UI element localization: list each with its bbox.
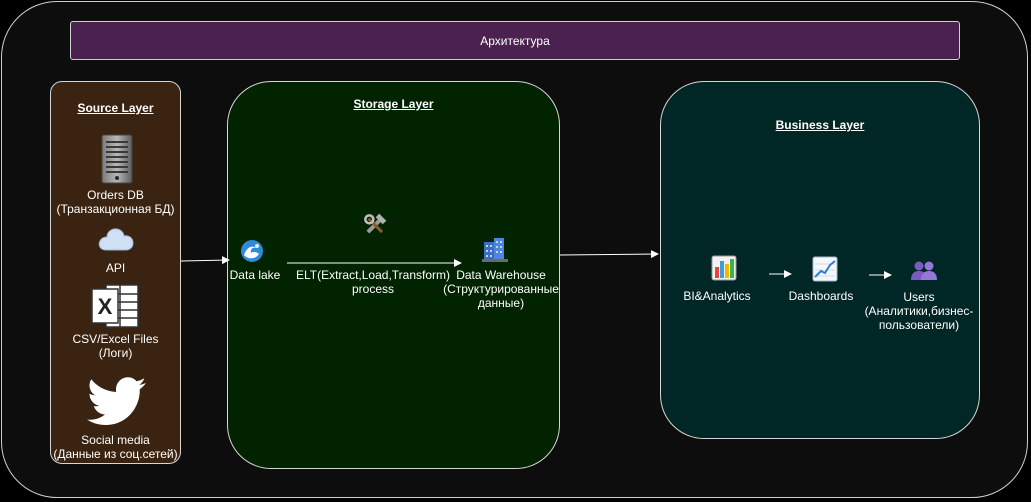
data-warehouse-sublabel-1: (Структурированные <box>443 282 559 296</box>
orders-db-label: Orders DB <box>87 188 144 202</box>
data-lake-icon <box>240 239 264 263</box>
source-layer-title: Source Layer <box>77 101 154 115</box>
users-label: Users <box>903 290 935 304</box>
diagram-title: Архитектура <box>480 33 550 48</box>
orders-db-sublabel: (Транзакционная БД) <box>56 202 175 216</box>
social-media-label: Social media <box>81 433 150 447</box>
data-warehouse-sublabel-2: данные) <box>477 296 525 310</box>
data-warehouse-icon <box>482 236 508 262</box>
excel-icon: X <box>90 283 140 329</box>
api-label: API <box>105 261 126 275</box>
server-icon <box>98 134 136 184</box>
data-warehouse-label: Data Warehouse <box>456 268 546 282</box>
csv-excel-label: CSV/Excel Files <box>72 332 159 346</box>
twitter-bird-icon <box>87 376 147 428</box>
storage-layer: Storage Layer <box>227 81 560 469</box>
diagram-title-banner: Архитектура <box>70 21 960 60</box>
csv-excel-sublabel: (Логи) <box>98 346 133 360</box>
business-layer-title: Business Layer <box>775 118 865 132</box>
elt-process-sublabel: process <box>351 282 395 296</box>
source-layer: Source Layer Orders DB <box>50 81 181 464</box>
users-icon <box>911 260 937 282</box>
svg-text:X: X <box>98 294 113 319</box>
tools-icon <box>362 212 388 238</box>
cloud-icon <box>97 226 135 252</box>
source-to-lake-arrow <box>180 256 230 265</box>
users-sublabel-1: (Аналитики,бизнес- <box>864 304 974 318</box>
data-lake-label: Data lake <box>229 268 281 282</box>
dashboards-label: Dashboards <box>788 289 854 303</box>
users-sublabel-2: пользователи) <box>878 318 960 332</box>
storage-to-business-arrow <box>559 250 659 259</box>
bi-analytics-label: BI&Analytics <box>683 289 751 303</box>
storage-layer-title: Storage Layer <box>353 97 434 111</box>
elt-process-label: ELT(Extract,Load,Transform) <box>295 268 451 282</box>
bar-chart-icon <box>711 255 737 281</box>
social-media-sublabel: (Данные из соц.сетей) <box>53 447 178 461</box>
line-chart-icon <box>812 256 838 282</box>
